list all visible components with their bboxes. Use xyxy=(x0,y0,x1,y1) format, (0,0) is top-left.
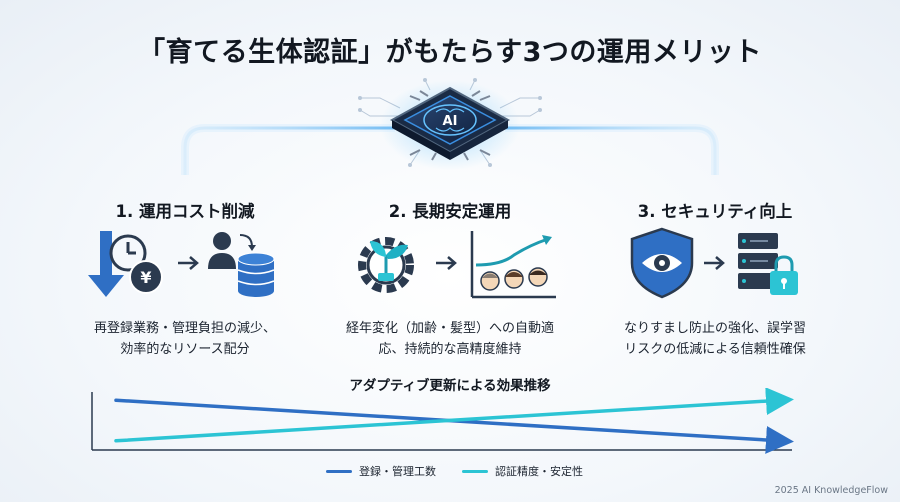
security-illustration xyxy=(630,227,798,299)
stability-illustration xyxy=(358,231,556,299)
legend-item-series1: 登録・管理工数 xyxy=(326,463,436,479)
benefit-heading-security: 3. セキュリティ向上 xyxy=(637,202,793,221)
legend-label: 登録・管理工数 xyxy=(359,465,436,478)
benefit-description-line: リスクの低減による信頼性確保 xyxy=(624,342,806,357)
series-line-2 xyxy=(114,388,794,443)
clock-down-arrow-icon xyxy=(88,231,147,297)
benefit-description-security: なりすまし防止の強化、誤学習 リスクの低減による信頼性確保 xyxy=(565,318,865,360)
benefit-description-line: 再登録業務・管理負担の減少、 xyxy=(93,321,276,336)
chip-label: AI xyxy=(443,114,458,129)
ai-chip-hub: AI xyxy=(181,78,719,175)
eye-shield-icon xyxy=(630,227,694,299)
user-database-icon xyxy=(208,232,275,297)
copyright-footer: 2025 AI KnowledgeFlow xyxy=(774,485,888,496)
server-lock-icon xyxy=(738,233,798,295)
legend-swatch xyxy=(326,469,352,473)
arrow-right-icon xyxy=(178,256,199,270)
effect-trend-chart xyxy=(91,388,794,454)
growth-chart-faces-icon xyxy=(470,231,556,299)
benefit-description-cost: 再登録業務・管理負担の減少、 効率的なリソース配分 xyxy=(35,318,335,360)
connector-right xyxy=(505,126,717,175)
legend-swatch xyxy=(462,469,488,473)
yen-coin-icon: ¥ xyxy=(129,260,163,294)
arrow-right-icon xyxy=(436,256,457,270)
legend-item-series2: 認証精度・安定性 xyxy=(462,463,583,479)
cost-reduction-illustration: ¥ xyxy=(88,231,275,297)
svg-text:¥: ¥ xyxy=(140,268,151,287)
chart-title: アダプティブ更新による効果推移 xyxy=(349,378,551,394)
page-title: 「育てる生体認証」がもたらす3つの運用メリット xyxy=(138,37,762,68)
benefit-description-line: 効率的なリソース配分 xyxy=(120,342,250,357)
benefit-description-line: 経年変化（加齢・髪型）への自動適 xyxy=(345,321,554,336)
benefit-heading-cost: 1. 運用コスト削減 xyxy=(115,202,255,221)
sprout-gear-icon xyxy=(358,237,414,293)
benefit-description-line: 応、持続的な高精度維持 xyxy=(378,342,522,357)
benefit-description-stability: 経年変化（加齢・髪型）への自動適 応、持続的な高精度維持 xyxy=(300,318,600,360)
benefit-description-line: なりすまし防止の強化、誤学習 xyxy=(623,321,806,336)
arrow-right-icon xyxy=(704,256,725,270)
connector-left xyxy=(183,126,395,175)
benefit-heading-stability: 2. 長期安定運用 xyxy=(388,202,512,221)
legend-label: 認証精度・安定性 xyxy=(495,465,583,478)
